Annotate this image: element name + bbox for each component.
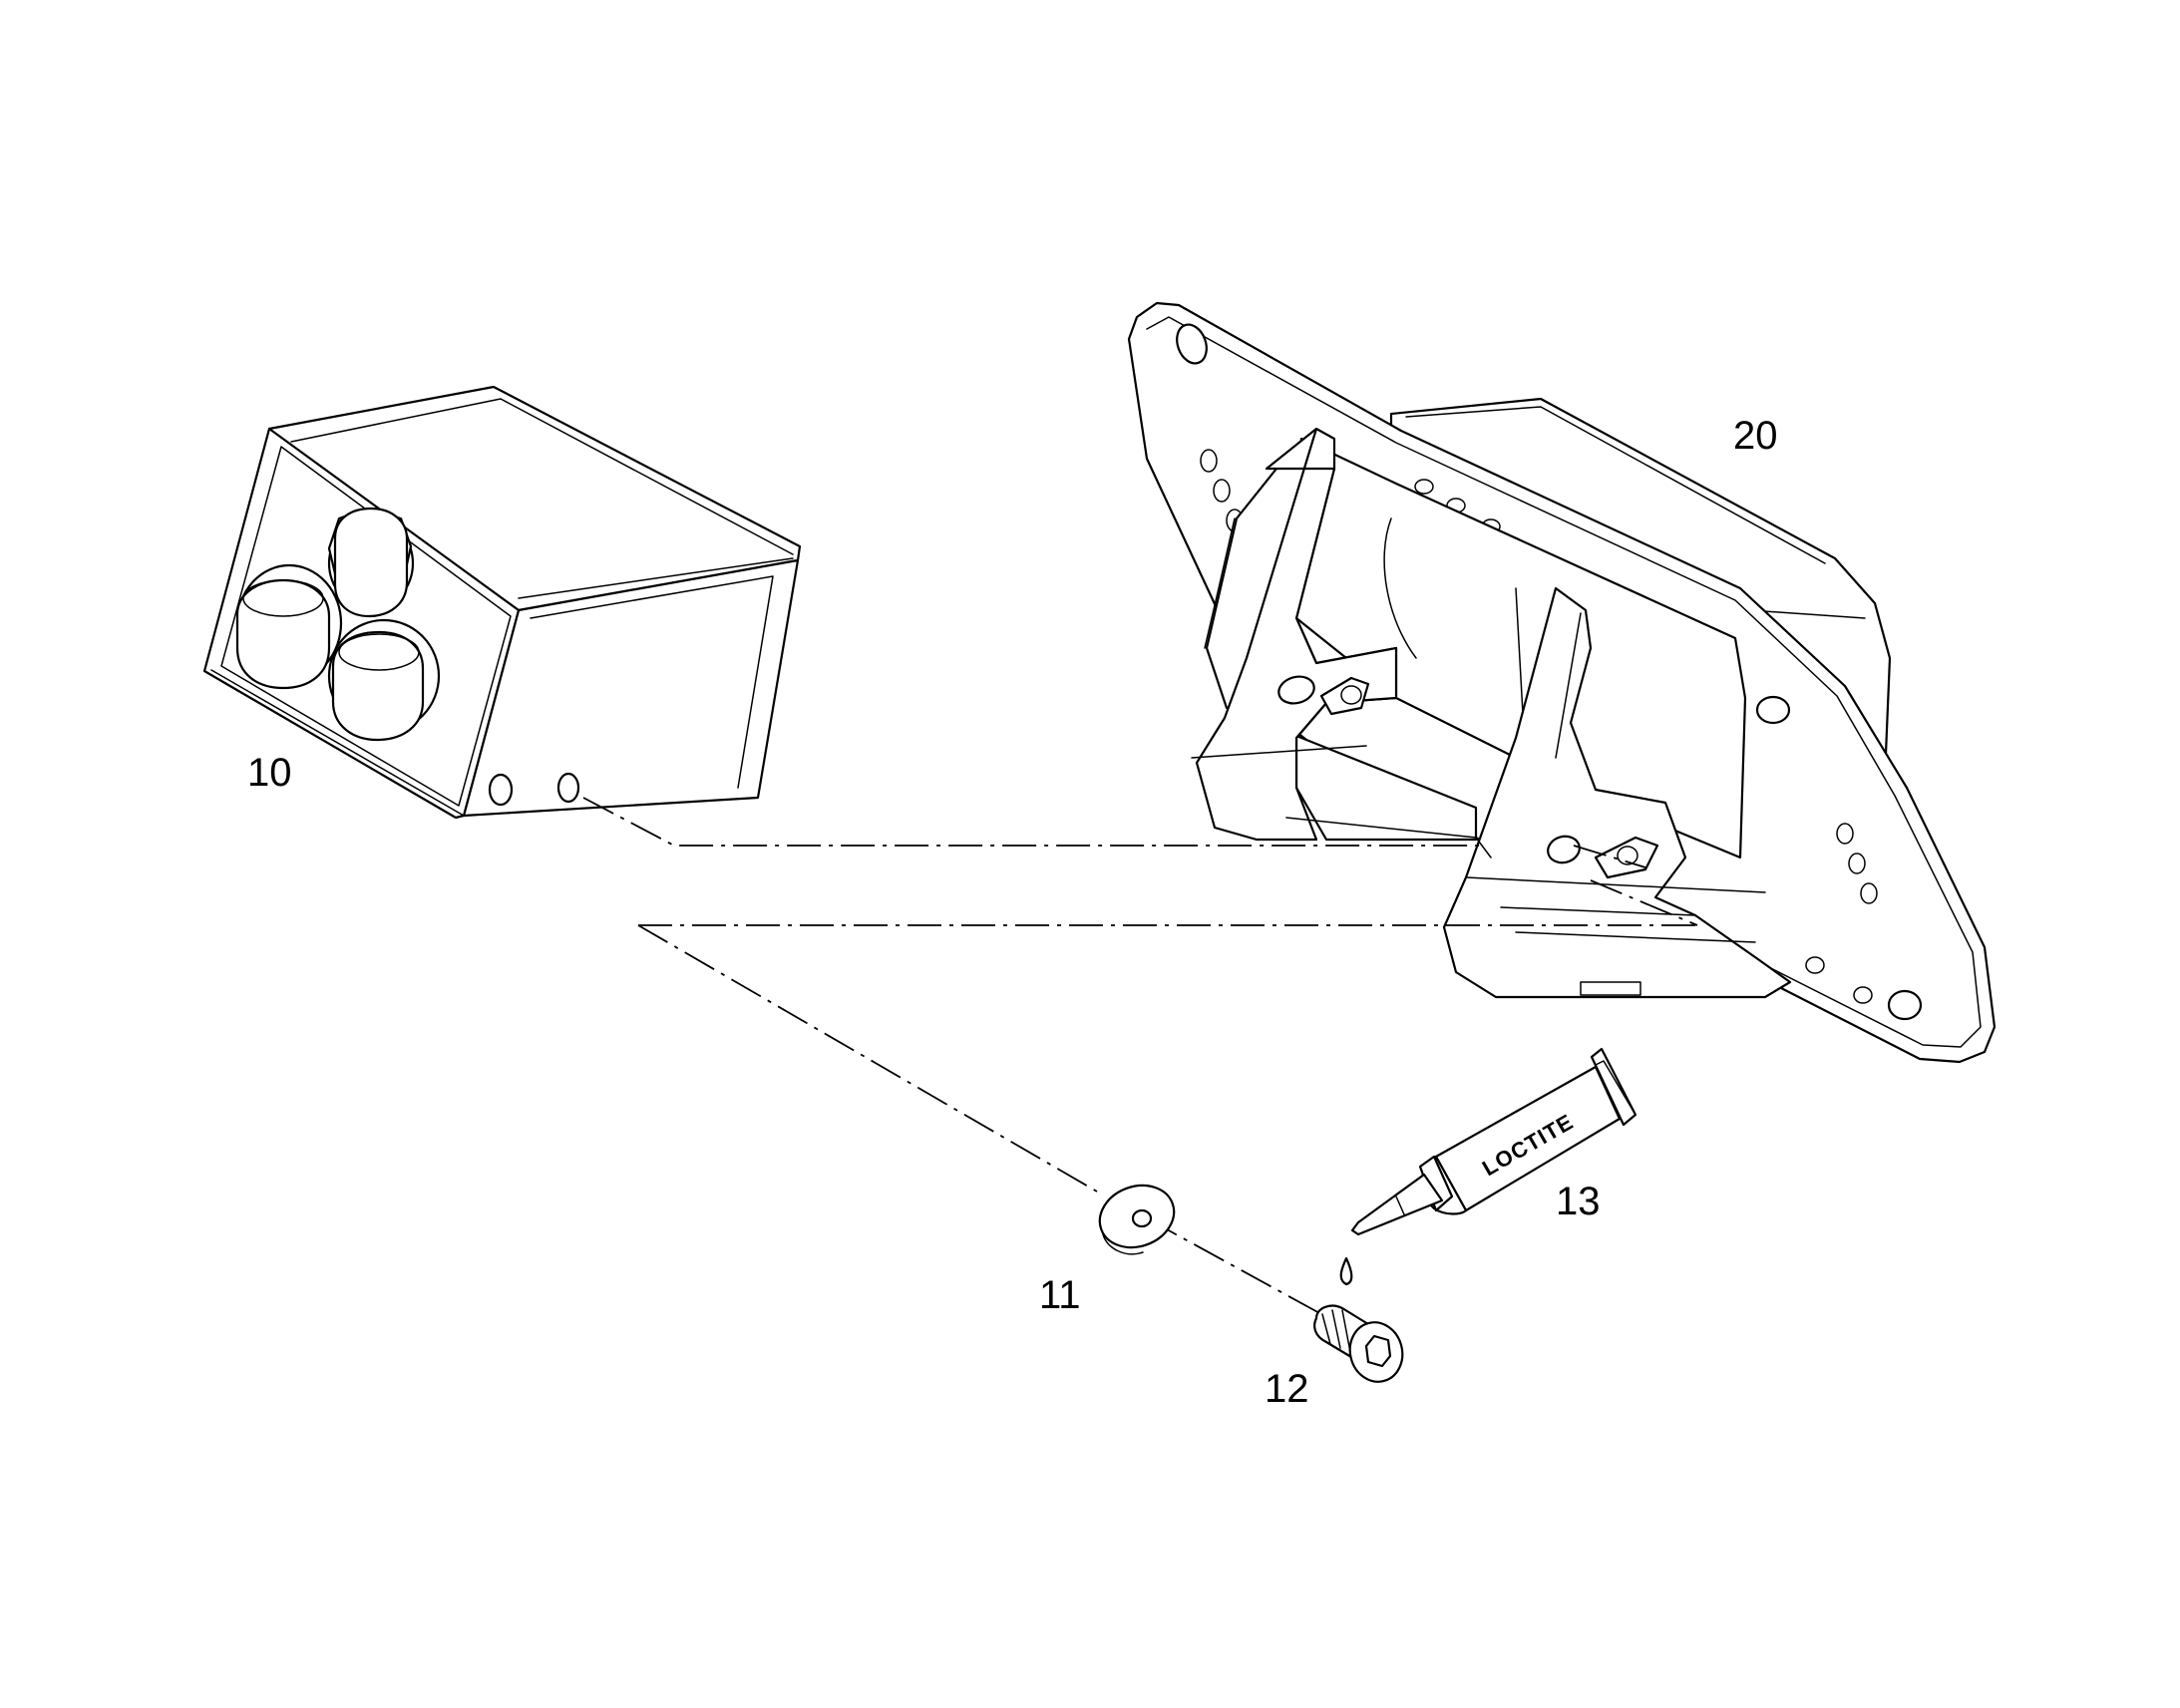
alignment-lines [582, 797, 1698, 1315]
part-12-cap-screw [1313, 1304, 1404, 1383]
callout-10: 10 [247, 751, 292, 795]
callout-13: 13 [1556, 1180, 1601, 1223]
connector-left [235, 563, 343, 690]
callout-12: 12 [1265, 1367, 1309, 1411]
callout-20: 20 [1733, 414, 1778, 458]
connector-right [327, 618, 441, 742]
connector-top [327, 507, 415, 618]
part-20-bracket-housing [1127, 301, 1997, 1064]
part-10-connector-box [202, 385, 802, 820]
part-13-adhesive-tube: LOCTITE [1339, 1047, 1637, 1286]
part-11-washer [1098, 1184, 1176, 1255]
callout-11: 11 [1039, 1273, 1081, 1317]
